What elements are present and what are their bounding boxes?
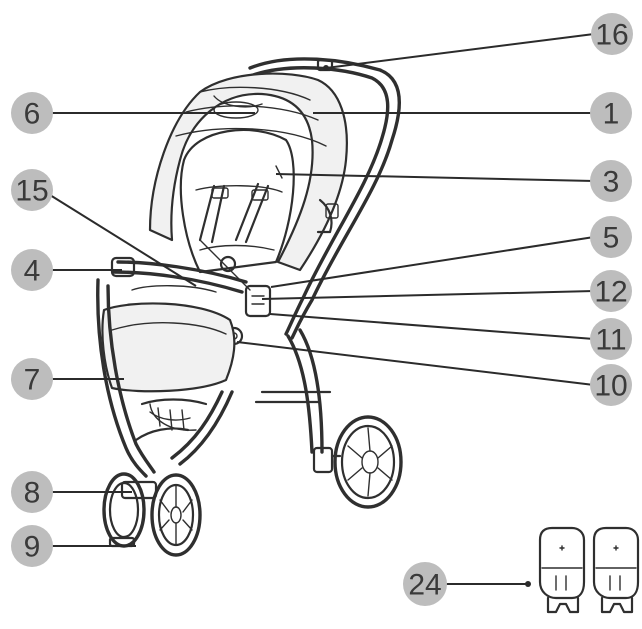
- callout-6-label: 6: [24, 98, 41, 131]
- leader-lines: [41, 33, 595, 587]
- callout-8-label: 8: [24, 477, 41, 510]
- car-seat-adapters: [538, 526, 640, 614]
- leader-11: [269, 313, 595, 340]
- rear-frame: [254, 328, 332, 454]
- front-wheels: [102, 472, 202, 557]
- adapter-left: [538, 526, 586, 614]
- callout-24-label: 24: [408, 569, 441, 602]
- callouts: 16 1 6 3 15 5 4 12: [11, 13, 633, 606]
- callout-9-label: 9: [24, 531, 41, 564]
- callout-3-label: 3: [603, 166, 620, 199]
- leader-16-dot: [323, 65, 329, 71]
- callout-9: 9: [11, 525, 53, 567]
- callout-7-label: 7: [24, 364, 41, 397]
- callout-16: 16: [591, 13, 633, 55]
- harness-buckle: [219, 255, 237, 273]
- leader-5: [270, 236, 595, 288]
- callout-8: 8: [11, 471, 53, 513]
- callout-10-label: 10: [594, 370, 627, 403]
- callout-5: 5: [590, 216, 632, 258]
- callout-11: 11: [590, 318, 632, 360]
- callout-16-label: 16: [595, 19, 628, 52]
- callout-4-label: 4: [24, 255, 41, 288]
- callout-1-label: 1: [603, 98, 620, 131]
- front-frame: [96, 278, 234, 478]
- side-panel: [316, 198, 339, 234]
- leader-10: [236, 341, 595, 386]
- canopy: [148, 72, 348, 272]
- callout-11-label: 11: [595, 324, 626, 357]
- leader-3: [275, 173, 595, 182]
- leader-15: [41, 189, 197, 287]
- leader-16: [325, 33, 595, 69]
- leader-24-dot: [525, 581, 531, 587]
- callout-24: 24: [403, 562, 447, 606]
- callout-4: 4: [11, 249, 53, 291]
- stroller-illustration: [96, 57, 640, 614]
- rear-wheel: [333, 415, 403, 509]
- callout-7: 7: [11, 358, 53, 400]
- adapter-right: [592, 526, 640, 614]
- callout-5-label: 5: [603, 222, 620, 255]
- callout-15-label: 15: [15, 175, 48, 208]
- leader-12: [261, 290, 595, 300]
- callout-10: 10: [590, 364, 632, 406]
- basket: [149, 403, 197, 431]
- callout-15: 15: [11, 169, 53, 211]
- callout-12: 12: [590, 270, 632, 312]
- seat: [179, 128, 295, 274]
- callout-1: 1: [590, 92, 632, 134]
- callout-3: 3: [590, 160, 632, 202]
- callout-12-label: 12: [594, 276, 627, 309]
- leg-rest: [101, 239, 251, 393]
- bumper-bar: [110, 256, 248, 294]
- front-swivel: [120, 480, 158, 500]
- callout-6: 6: [11, 92, 53, 134]
